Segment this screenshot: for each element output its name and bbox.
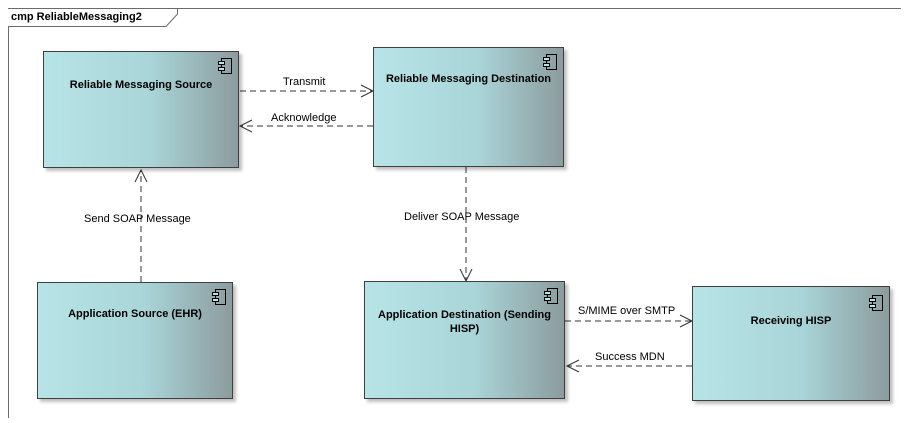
send-soap-label: Send SOAP Message [84,213,191,225]
frame-title: cmp ReliableMessaging2 [11,11,142,23]
component-label: Reliable Messaging Destination [385,73,552,85]
application-destination-component[interactable]: Application Destination (Sending HISP) [364,281,565,399]
frame-tab: cmp ReliableMessaging2 [8,8,178,27]
acknowledge-label: Acknowledge [271,112,337,124]
component-label: Reliable Messaging Source [69,79,213,91]
reliable-messaging-destination-component[interactable]: Reliable Messaging Destination [373,47,564,167]
component-icon [544,288,558,304]
acknowledge-arrowhead [238,119,253,133]
component-icon [543,54,557,70]
component-label: Application Source (EHR) [68,308,202,320]
component-label: Receiving HISP [750,315,832,327]
reliable-messaging-source-component[interactable]: Reliable Messaging Source [43,51,239,168]
deliver-soap-label: Deliver SOAP Message [404,211,520,223]
application-source-component[interactable]: Application Source (EHR) [37,282,233,399]
success-mdn-label: Success MDN [595,351,665,363]
component-icon [869,295,883,311]
component-icon [218,58,232,74]
component-icon [212,289,226,305]
transmit-label: Transmit [283,76,326,88]
send-soap-arrowhead [134,168,148,183]
receiving-hisp-component[interactable]: Receiving HISP [692,286,890,401]
smime-label: S/MIME over SMTP [578,305,676,317]
component-label: Application Destination (Sending HISP) [378,309,551,335]
frame-tab-outline [8,8,178,27]
success-mdn-arrowhead [565,359,580,373]
diagram-frame [8,8,901,418]
